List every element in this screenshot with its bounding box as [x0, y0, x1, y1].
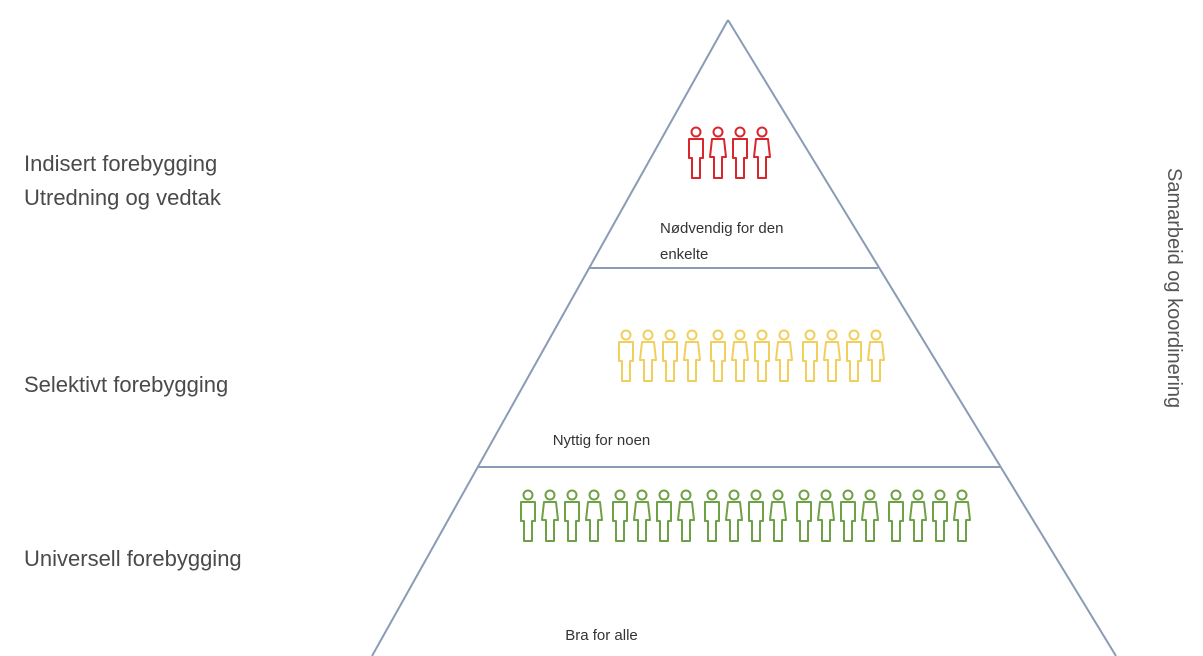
- people-group-top: [688, 126, 771, 179]
- collaboration-label: Samarbeid og koordinering: [1163, 168, 1185, 409]
- person-icon: [775, 329, 793, 382]
- person-icon: [585, 489, 603, 542]
- tier-caption-top-line-2: enkelte: [660, 246, 709, 263]
- person-icon: [769, 489, 787, 542]
- person-icon: [840, 489, 856, 542]
- person-icon: [867, 329, 885, 382]
- person-icon: [618, 329, 634, 382]
- people-group-middle: [618, 329, 885, 382]
- person-icon: [541, 489, 559, 542]
- person-icon: [710, 329, 726, 382]
- tier-caption-bottom: Bra for alle: [565, 627, 638, 644]
- person-icon: [677, 489, 695, 542]
- person-icon: [612, 489, 628, 542]
- label-indicated-line-2: Utredning og vedtak: [24, 185, 221, 210]
- pyramid-left-edge: [371, 19, 729, 656]
- label-universal-prevention: Universell forebygging: [24, 546, 242, 571]
- person-icon: [823, 329, 841, 382]
- person-icon: [732, 126, 748, 179]
- person-icon: [662, 329, 678, 382]
- person-icon: [639, 329, 657, 382]
- person-icon: [520, 489, 536, 542]
- person-icon: [909, 489, 927, 542]
- pyramid-right-edge: [727, 19, 1117, 656]
- label-selective-prevention: Selektivt forebygging: [24, 372, 229, 397]
- person-icon: [817, 489, 835, 542]
- tier-caption-middle: Nyttig for noen: [552, 432, 651, 449]
- person-icon: [748, 489, 764, 542]
- person-icon: [846, 329, 862, 382]
- person-icon: [688, 126, 704, 179]
- person-icon: [953, 489, 971, 542]
- person-icon: [656, 489, 672, 542]
- person-icon: [633, 489, 651, 542]
- person-icon: [709, 126, 727, 179]
- label-indicated-line-1: Indisert forebygging: [24, 151, 218, 176]
- label-indicated-prevention: Indisert forebygging Utredning og vedtak: [24, 147, 221, 215]
- person-icon: [932, 489, 948, 542]
- person-icon: [802, 329, 818, 382]
- person-icon: [753, 126, 771, 179]
- pyramid-outline: [371, 19, 1117, 656]
- person-icon: [754, 329, 770, 382]
- person-icon: [861, 489, 879, 542]
- person-icon: [683, 329, 701, 382]
- person-icon: [731, 329, 749, 382]
- people-group-bottom: [520, 489, 971, 542]
- person-icon: [888, 489, 904, 542]
- tier-caption-top-line-1: Nødvendig for den: [660, 220, 784, 237]
- person-icon: [725, 489, 743, 542]
- person-icon: [796, 489, 812, 542]
- person-icon: [704, 489, 720, 542]
- tier-caption-top: Nødvendig for den enkelte: [660, 216, 783, 268]
- person-icon: [564, 489, 580, 542]
